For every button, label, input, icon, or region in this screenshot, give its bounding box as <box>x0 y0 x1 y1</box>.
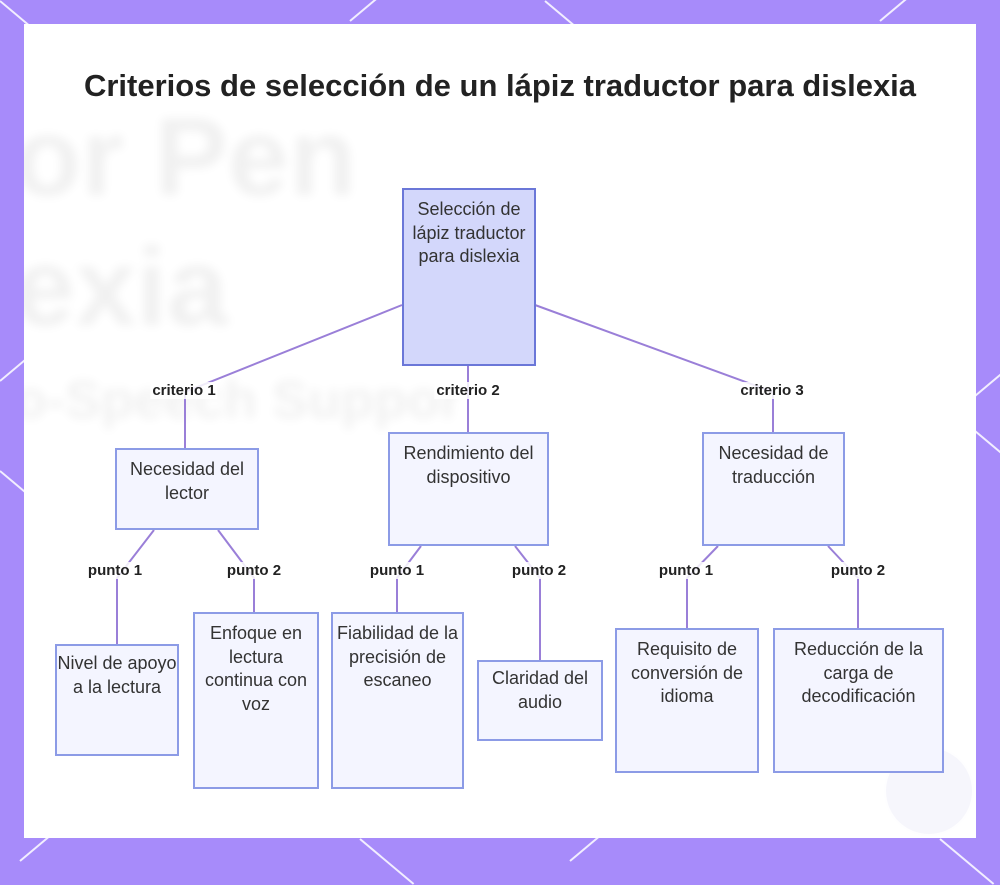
edge-c3-p1 <box>686 545 719 628</box>
node-enfoque-lectura-continua: Enfoque en lectura continua con voz <box>193 612 319 789</box>
node-necesidad-de-traduccion: Necesidad de traducción <box>702 432 845 546</box>
edge-root-c1 <box>184 304 403 448</box>
edge-label-criterio-1: criterio 1 <box>150 382 218 399</box>
edge-label-punto-2: punto 2 <box>509 562 569 579</box>
node-fiabilidad-escaneo: Fiabilidad de la precisión de escaneo <box>331 612 464 789</box>
node-necesidad-del-lector: Necesidad del lector <box>115 448 259 530</box>
edge-c1-p1 <box>116 529 155 644</box>
node-nivel-de-apoyo: Nivel de apoyo a la lectura <box>55 644 179 756</box>
diagram-title: Criterios de selección de un lápiz tradu… <box>83 68 917 103</box>
edge-c3-p2 <box>827 545 859 628</box>
edge-root-c3 <box>534 304 774 432</box>
edge-c2-p1 <box>396 545 422 612</box>
edge-label-punto-1: punto 1 <box>85 562 145 579</box>
edge-label-punto-1: punto 1 <box>656 562 716 579</box>
edge-label-punto-1: punto 1 <box>367 562 427 579</box>
edge-label-punto-2: punto 2 <box>828 562 888 579</box>
edge-label-punto-2: punto 2 <box>224 562 284 579</box>
edge-label-criterio-2: criterio 2 <box>434 382 502 399</box>
node-reduccion-carga: Reducción de la carga de decodificación <box>773 628 944 773</box>
node-claridad-del-audio: Claridad del audio <box>477 660 603 741</box>
edge-label-criterio-3: criterio 3 <box>738 382 806 399</box>
node-root: Selección de lápiz traductor para dislex… <box>402 188 536 366</box>
node-rendimiento-del-dispositivo: Rendimiento del dispositivo <box>388 432 549 546</box>
node-requisito-conversion: Requisito de conversión de idioma <box>615 628 759 773</box>
